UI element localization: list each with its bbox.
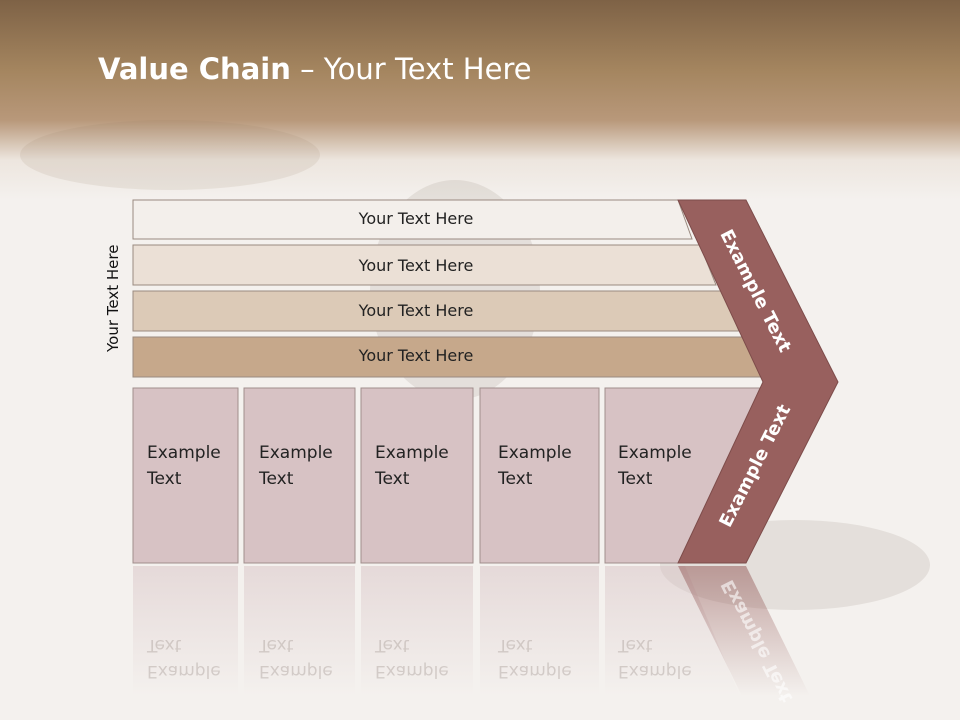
box-reflect-1-line1: Example <box>147 661 221 681</box>
background-hand-shape <box>20 120 320 190</box>
reflection <box>133 566 810 696</box>
row-label-1: Your Text Here <box>358 209 474 228</box>
box-text-4-line1: Example <box>498 443 572 463</box>
box-reflect-text-5: Example Text <box>618 632 692 684</box>
box-reflect-1-line2: Text <box>147 635 182 655</box>
row-label-2: Your Text Here <box>358 256 474 275</box>
box-text-2-line1: Example <box>259 443 333 463</box>
activity-box-4 <box>479 387 600 564</box>
box-reflection-2 <box>244 566 355 696</box>
box-reflect-text-4: Example Text <box>498 632 572 684</box>
box-reflection-4 <box>480 566 599 696</box>
row-label-4: Your Text Here <box>358 346 474 365</box>
slide-title: Value Chain – Your Text Here <box>98 52 532 86</box>
box-reflect-2-line1: Example <box>259 661 333 681</box>
row-band-1 <box>132 199 693 240</box>
box-reflect-text-3: Example Text <box>375 632 449 684</box>
box-reflection-3 <box>361 566 473 696</box>
row-band-2 <box>132 244 717 286</box>
title-bold: Value Chain <box>98 52 291 86</box>
box-reflect-5-line1: Example <box>618 661 692 681</box>
box-reflect-2-line2: Text <box>259 635 294 655</box>
chevron-reflection <box>678 566 810 696</box>
header-band <box>0 0 960 200</box>
box-reflect-4-line1: Example <box>498 661 572 681</box>
box-reflect-3-line1: Example <box>375 661 449 681</box>
box-text-1-line2: Text <box>147 469 182 489</box>
box-reflect-text-2: Example Text <box>259 632 333 684</box>
value-chain-chevron <box>677 199 839 564</box>
activity-box-2 <box>243 387 356 564</box>
box-text-4-line2: Text <box>498 469 533 489</box>
box-text-1-line1: Example <box>147 443 221 463</box>
title-rest: – Your Text Here <box>290 52 532 86</box>
box-text-5-line1: Example <box>618 443 692 463</box>
box-reflect-text-1: Example Text <box>147 632 221 684</box>
row-label-3: Your Text Here <box>358 301 474 320</box>
box-reflection-1 <box>133 566 238 696</box>
box-text-2-line2: Text <box>259 469 294 489</box>
activity-box-3 <box>360 387 474 564</box>
box-reflect-5-line2: Text <box>618 635 653 655</box>
box-text-3-line1: Example <box>375 443 449 463</box>
box-reflection-5 <box>605 566 740 696</box>
activity-box-1 <box>132 387 239 564</box>
box-reflect-4-line2: Text <box>498 635 533 655</box>
box-reflect-3-line2: Text <box>375 635 410 655</box>
box-text-3-line2: Text <box>375 469 410 489</box>
box-text-5-line2: Text <box>618 469 653 489</box>
